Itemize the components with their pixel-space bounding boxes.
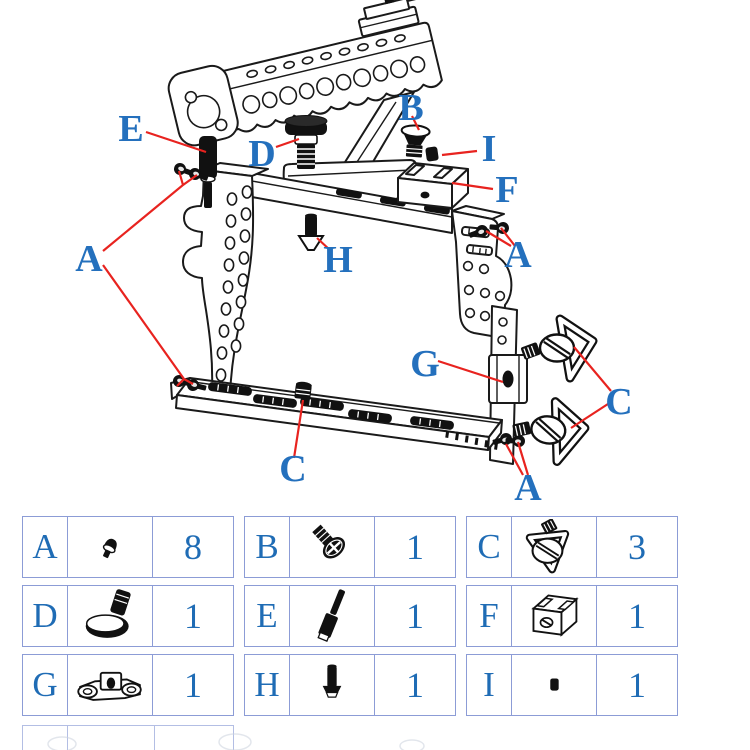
part-qty: 1	[184, 665, 202, 705]
ghost-marks	[47, 733, 425, 750]
part-e-icon	[317, 589, 345, 642]
part-b-icon	[312, 524, 346, 559]
thumbscrew-d-drawing	[284, 115, 328, 169]
part-qty: 1	[406, 527, 424, 567]
shoe-mount-f-drawing	[397, 162, 469, 209]
part-letter: I	[483, 665, 495, 704]
baseplate-drawing	[170, 377, 503, 451]
screw-b-drawing	[400, 124, 431, 158]
diagram-label-a-bottom: A	[514, 467, 542, 509]
part-f-icon	[531, 594, 579, 637]
part-qty: 1	[184, 596, 202, 636]
screw-i-drawing	[425, 146, 439, 162]
table-row-e: E 1	[244, 585, 456, 647]
part-d-icon	[85, 589, 131, 638]
table-row-c: C 3	[466, 516, 678, 578]
table-row-h: H 1	[244, 654, 456, 716]
pin-e-drawing	[199, 136, 217, 208]
table-row-f: F 1	[466, 585, 678, 647]
diagram-label-h: H	[323, 239, 353, 281]
part-letter: E	[256, 596, 278, 635]
part-i-icon	[550, 678, 559, 691]
cage-right-plate-drawing	[451, 205, 518, 465]
part-qty: 1	[406, 665, 424, 705]
table-row-g: G 1	[22, 654, 234, 716]
part-letter: A	[32, 527, 58, 566]
part-letter: F	[479, 596, 499, 635]
table-row-i: I 1	[466, 654, 678, 716]
table-row-b: B 1	[244, 516, 456, 578]
part-letter: G	[32, 665, 58, 704]
part-qty: 3	[628, 527, 646, 567]
part-c-icon	[525, 519, 570, 574]
part-qty: 8	[184, 527, 202, 567]
leader-lines	[102, 115, 612, 476]
diagram-labels: E D B I F A H A G C C A	[75, 87, 632, 509]
diagram-label-i: I	[482, 128, 497, 170]
screw-c-installed-drawing	[294, 381, 312, 400]
table-row-d: D 1	[22, 585, 234, 647]
handle-shoe-rail	[357, 0, 424, 38]
wing-screw-c-lower	[508, 396, 588, 465]
diagram-label-a-left: A	[75, 238, 103, 280]
diagram-label-d: D	[248, 133, 275, 175]
diagram-label-c-right: C	[605, 381, 632, 423]
part-letter: D	[32, 596, 58, 635]
rail-block-g-drawing	[488, 354, 528, 404]
diagram-label-c-bottom: C	[279, 448, 306, 490]
part-a-icon	[102, 538, 117, 559]
diagram-label-f: F	[495, 169, 518, 211]
parts-table-column-3: C 3 F	[466, 516, 678, 716]
part-h-icon	[322, 664, 342, 698]
part-g-icon	[77, 671, 142, 701]
diagram-label-g: G	[410, 343, 440, 385]
diagram-label-a-right: A	[504, 234, 532, 276]
part-qty: 1	[406, 596, 424, 636]
cage-left-plate-drawing	[182, 162, 269, 395]
part-qty: 1	[628, 665, 646, 705]
wing-screw-c-upper	[520, 319, 593, 378]
parts-table-column-1: A 8 D	[22, 516, 234, 716]
parts-table-column-2: B 1 E	[244, 516, 456, 716]
assembly-diagram: E D B I F A H A G C C A	[75, 0, 633, 509]
diagram-label-e: E	[118, 108, 143, 150]
handle-bar-drawing	[167, 0, 443, 147]
part-letter: B	[255, 527, 279, 566]
parts-table: A 8 D	[22, 516, 678, 716]
screw-h-drawing	[297, 213, 325, 251]
part-letter: H	[254, 665, 280, 704]
part-qty: 1	[628, 596, 646, 636]
diagram-label-b: B	[398, 87, 423, 129]
part-letter: C	[477, 527, 501, 566]
table-row-a: A 8	[22, 516, 234, 578]
